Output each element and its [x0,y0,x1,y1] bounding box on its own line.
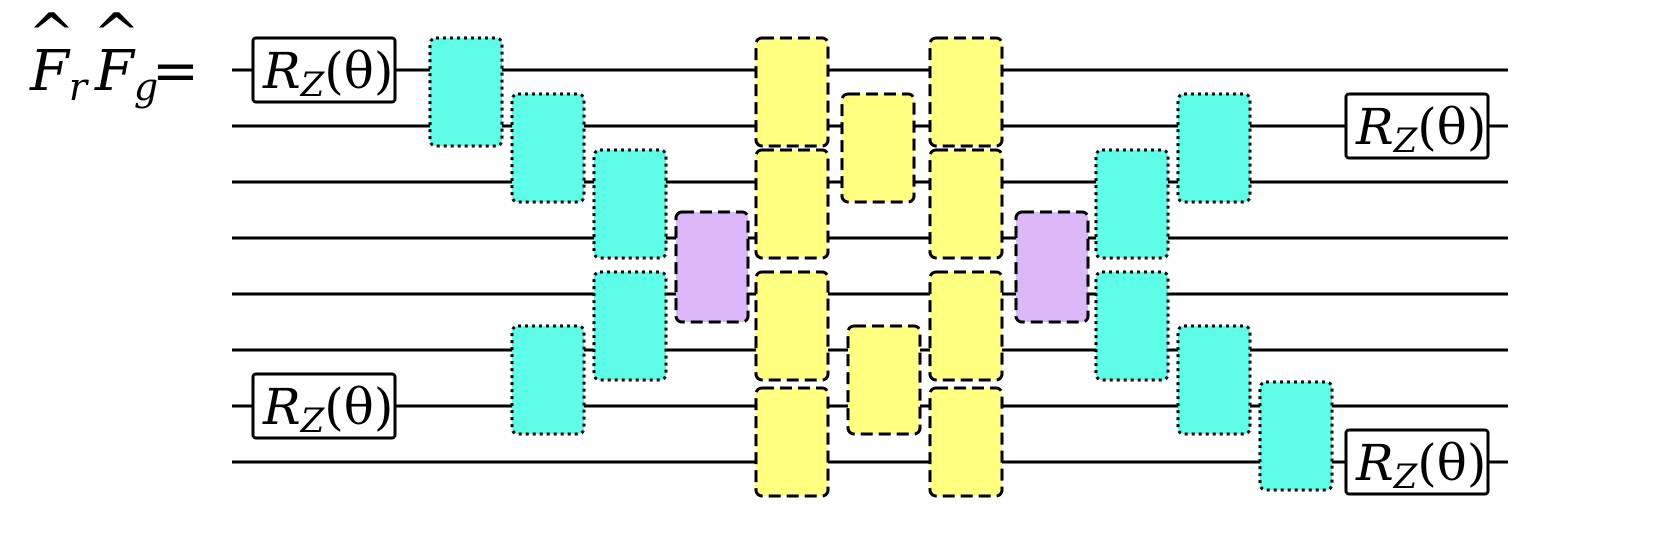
yellow-gate [928,148,1004,260]
rz-gate: RZ(θ) [251,372,397,441]
gate-layer: RZ(θ) RZ(θ) RZ(θ) RZ(θ) [251,36,1490,498]
equation-lhs: Fr ^ Fg ^ = [28,2,199,109]
purple-gate [674,210,750,324]
hat-icon: ^ [93,2,140,67]
yellow-gate [846,324,922,436]
cyan-gate [428,36,504,148]
hat-icon: ^ [28,2,75,67]
rz-gate-label: RZ(θ) [1355,434,1486,497]
operator-f-r: Fr [29,39,90,109]
rz-gate-label: RZ(θ) [262,42,393,105]
yellow-gate [928,36,1004,148]
yellow-gate [928,270,1004,382]
cyan-gate [1258,380,1334,492]
cyan-gate [592,270,668,382]
yellow-gate [928,386,1004,498]
yellow-gate [754,148,830,260]
rz-gate: RZ(θ) [1344,428,1490,497]
yellow-gate [754,270,830,382]
operator-f-g: Fg [94,39,158,109]
rz-gate-label: RZ(θ) [262,378,393,441]
cyan-gate [510,324,586,436]
rz-gate: RZ(θ) [251,36,397,105]
cyan-gate [1176,324,1252,436]
cyan-gate [1094,270,1170,382]
yellow-gate [754,36,830,148]
rz-gate: RZ(θ) [1344,92,1490,161]
purple-gate [1014,210,1090,324]
yellow-gate [840,92,916,204]
cyan-gate [1094,148,1170,260]
cyan-gate [510,92,586,204]
yellow-gate [754,386,830,498]
cyan-gate [592,148,668,260]
rz-gate-label: RZ(θ) [1355,98,1486,161]
cyan-gate [1176,92,1252,204]
equals-sign: = [152,39,199,104]
